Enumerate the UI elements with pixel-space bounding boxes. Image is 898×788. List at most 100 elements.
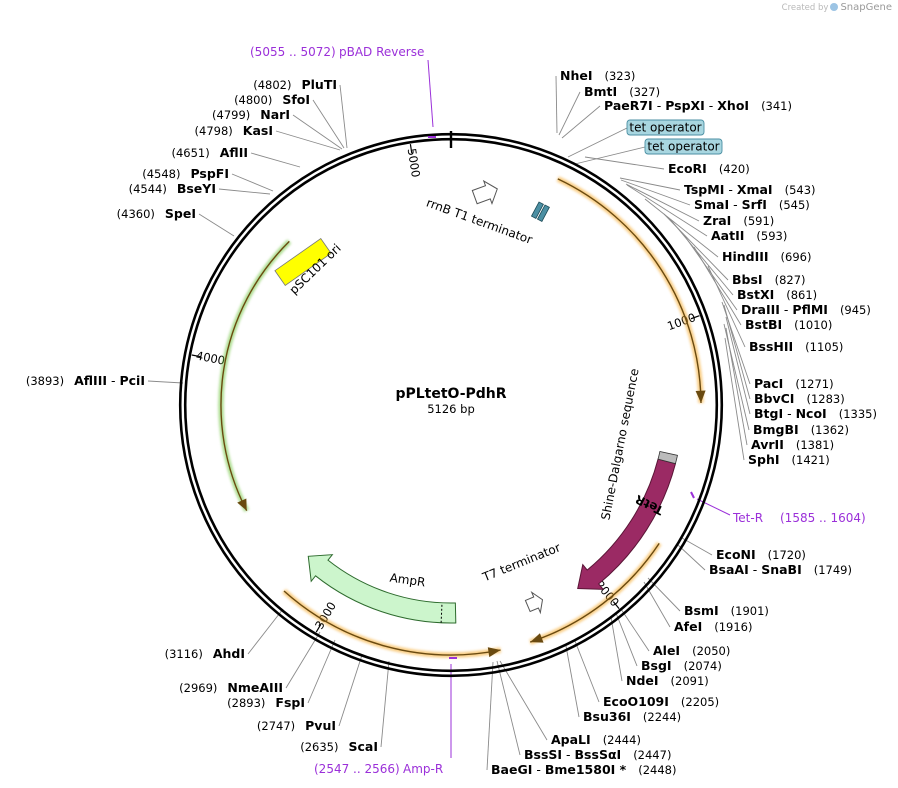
rrnb-terminator-arrow [471,179,498,206]
tet-operator-label-1-bg [626,119,705,136]
tet-operator-label-1-text: tet operator [629,121,701,135]
enzyme-leader [555,75,558,134]
enzyme-name-part: BaeGI [491,762,532,777]
psc101-ori-feature [274,238,332,286]
enzyme-name: DraIII - PflMI [741,302,828,317]
enzyme-site-hindiii: HindIII(696) [722,249,811,264]
pdhr-orf-tail-arc [529,541,662,645]
enzyme-name: PvuI [305,718,336,733]
enzyme-name: BstBI [745,317,782,332]
enzyme-position: (2893) [227,696,265,710]
enzyme-site-bmti: BmtI (327) [584,84,660,99]
t7-terminator-feature [524,590,544,615]
enzyme-site-draiii: DraIII - PflMI(945) [741,302,871,317]
enzyme-leader [565,645,580,718]
enzyme-name-part: BmtI [584,84,617,99]
enzyme-name: BmgBI [753,422,799,437]
enzyme-name-part: PacI [754,376,783,391]
enzyme-name: AatII [711,228,744,243]
enzyme-site-bbvci: BbvCI (1283) [754,391,845,406]
enzyme-separator: - [107,373,119,388]
enzyme-position: (4799) [212,108,250,122]
enzyme-leader [561,105,601,139]
ruler-tick-label: 4000 [195,348,226,367]
enzyme-leader [620,608,650,652]
enzyme-site-ndei: NdeI(2091) [626,673,709,688]
enzyme-position: (2447) [633,748,671,762]
enzyme-position: (3116) [165,647,203,661]
ruler-tick [612,601,620,609]
enzyme-leader [250,152,301,168]
enzyme-name-part: PluTI [301,77,337,92]
enzyme-leader [307,639,336,704]
enzyme-position: (1421) [792,453,830,467]
enzyme-leader [285,631,321,689]
enzyme-name-part: BbvCI [754,391,794,406]
enzyme-name-part: SfoI [282,92,310,107]
enzyme-site-zrai: ZraI (591) [703,213,774,228]
enzyme-name-part: BsgI [641,658,672,673]
enzyme-name-part: AflIII [74,373,107,388]
enzyme-position: (1105) [805,340,843,354]
enzyme-site-alei: AleI(2050) [653,643,730,658]
enzyme-name: EcoNI [716,547,756,562]
enzyme-site-ahdi: AhdI(3116) [165,646,245,661]
enzyme-name-part: SphI [748,452,780,467]
enzyme-site-fspi: FspI(2893) [227,695,305,710]
enzyme-leader [619,177,681,191]
ruler-tick [409,144,413,154]
enzyme-leader [620,179,691,206]
enzyme-name-part: BstXI [737,287,774,302]
enzyme-name-part: AflII [220,145,248,160]
primer-amp-r: (2547 .. 2566)Amp-R [314,657,457,776]
enzyme-position: (2448) [638,763,676,777]
enzyme-name-part: NdeI [626,673,659,688]
enzyme-position: (1335) [839,407,877,421]
enzyme-separator: - [780,302,792,317]
enzyme-position: (420) [719,162,750,176]
enzyme-site-sfoi: SfoI(4800) [234,92,310,107]
enzyme-position: (4548) [142,167,180,181]
pdhr-orf-tail-arc-line [529,543,660,643]
enzyme-name-part: PspXI [665,98,705,113]
primer-tetr-leader [696,498,731,516]
enzyme-name-part: EcoNI [716,547,756,562]
enzyme-position: (4802) [253,78,291,92]
enzyme-leader [647,577,681,612]
enzyme-position: (591) [743,214,774,228]
enzyme-name: BssHII [749,339,793,354]
enzyme-leader [558,91,581,136]
enzyme-name: SphI [748,452,780,467]
enzyme-name-part: PspFI [190,166,229,181]
enzyme-name-part: PaeR7I [604,98,653,113]
enzyme-leader [292,114,343,150]
enzyme-separator: - [749,562,761,577]
tet-operator-feature [530,201,550,223]
enzyme-position: (1381) [796,438,834,452]
enzyme-name-part: SpeI [165,206,196,221]
t7-terminator-arrow [524,590,544,615]
enzyme-leader-lines [147,59,751,771]
enzyme-separator: - [705,98,717,113]
enzyme-name-part: DraIII [741,302,780,317]
enzyme-position: (327) [629,85,660,99]
enzyme-name: BmtI [584,84,617,99]
enzyme-position: (1283) [806,392,844,406]
enzyme-leader [725,316,751,415]
enzyme-site-pspfi: PspFI (4548) [142,166,229,181]
enzyme-name: BssSI - BssSαI [524,747,621,762]
enzyme-leader [644,198,719,258]
enzyme-leader [312,99,345,149]
enzyme-site-avrii: AvrII(1381) [751,437,834,452]
enzyme-name-part: NheI [560,68,593,83]
enzyme-name-part: BssSI [524,747,562,762]
enzyme-name: ZraI [703,213,731,228]
enzyme-name: NarI [260,107,290,122]
enzyme-leader [677,544,706,571]
psc101-orf-arc [218,239,292,512]
enzyme-name-part: NarI [260,107,290,122]
plasmid-name: pPLtetO-PdhR [395,386,506,402]
enzyme-leader [724,337,745,461]
enzyme-name: PaeR7I - PspXI - XhoI [604,98,749,113]
